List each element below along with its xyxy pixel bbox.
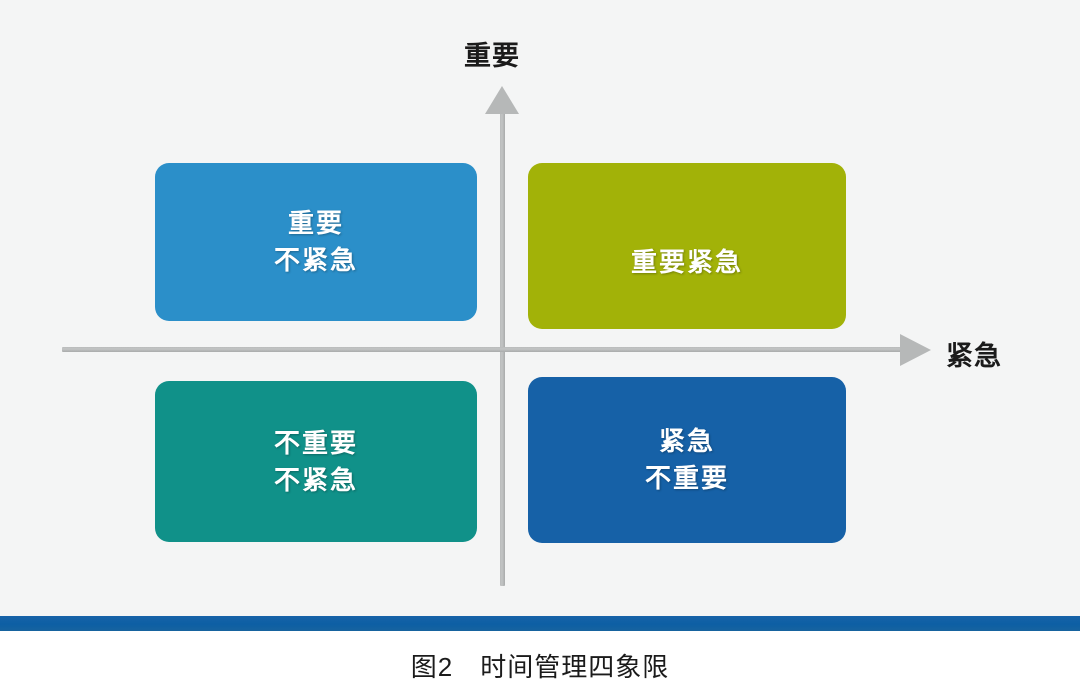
quadrant-urgent-not-important[interactable]: 紧急 不重要 [528, 377, 846, 543]
horizontal-axis-label: 紧急 [946, 341, 1002, 371]
horizontal-axis-line [62, 347, 906, 352]
quadrant-label-line-1: 紧急 [658, 426, 715, 457]
arrow-up-icon [485, 86, 519, 114]
arrow-right-icon [900, 334, 931, 366]
quadrant-label-line-1: 重要紧急 [630, 247, 743, 278]
blue-divider-rule [0, 616, 1080, 631]
caption-area: 图2 时间管理四象限 [0, 631, 1080, 699]
quadrant-important-urgent[interactable]: 重要紧急 [528, 163, 846, 329]
quadrant-label-line-2: 不紧急 [273, 464, 358, 495]
quadrant-important-not-urgent[interactable]: 重要 不紧急 [155, 163, 477, 321]
quadrant-label-line-2: 不重要 [644, 463, 729, 493]
figure-caption: 图2 时间管理四象限 [410, 651, 670, 682]
vertical-axis-line [500, 104, 505, 586]
quadrant-label-line-1: 重要 [287, 208, 344, 239]
quadrant-label-line-1: 不重要 [273, 427, 358, 458]
quadrant-not-important-not-urgent[interactable]: 不重要 不紧急 [155, 381, 477, 542]
time-management-matrix-diagram: 重要 紧急 重要 不紧急 重要紧急 不重要 不紧急 紧急 不重要 [0, 0, 1080, 616]
quadrant-label-line-2: 不紧急 [273, 245, 358, 275]
vertical-axis-label: 重要 [464, 41, 520, 71]
